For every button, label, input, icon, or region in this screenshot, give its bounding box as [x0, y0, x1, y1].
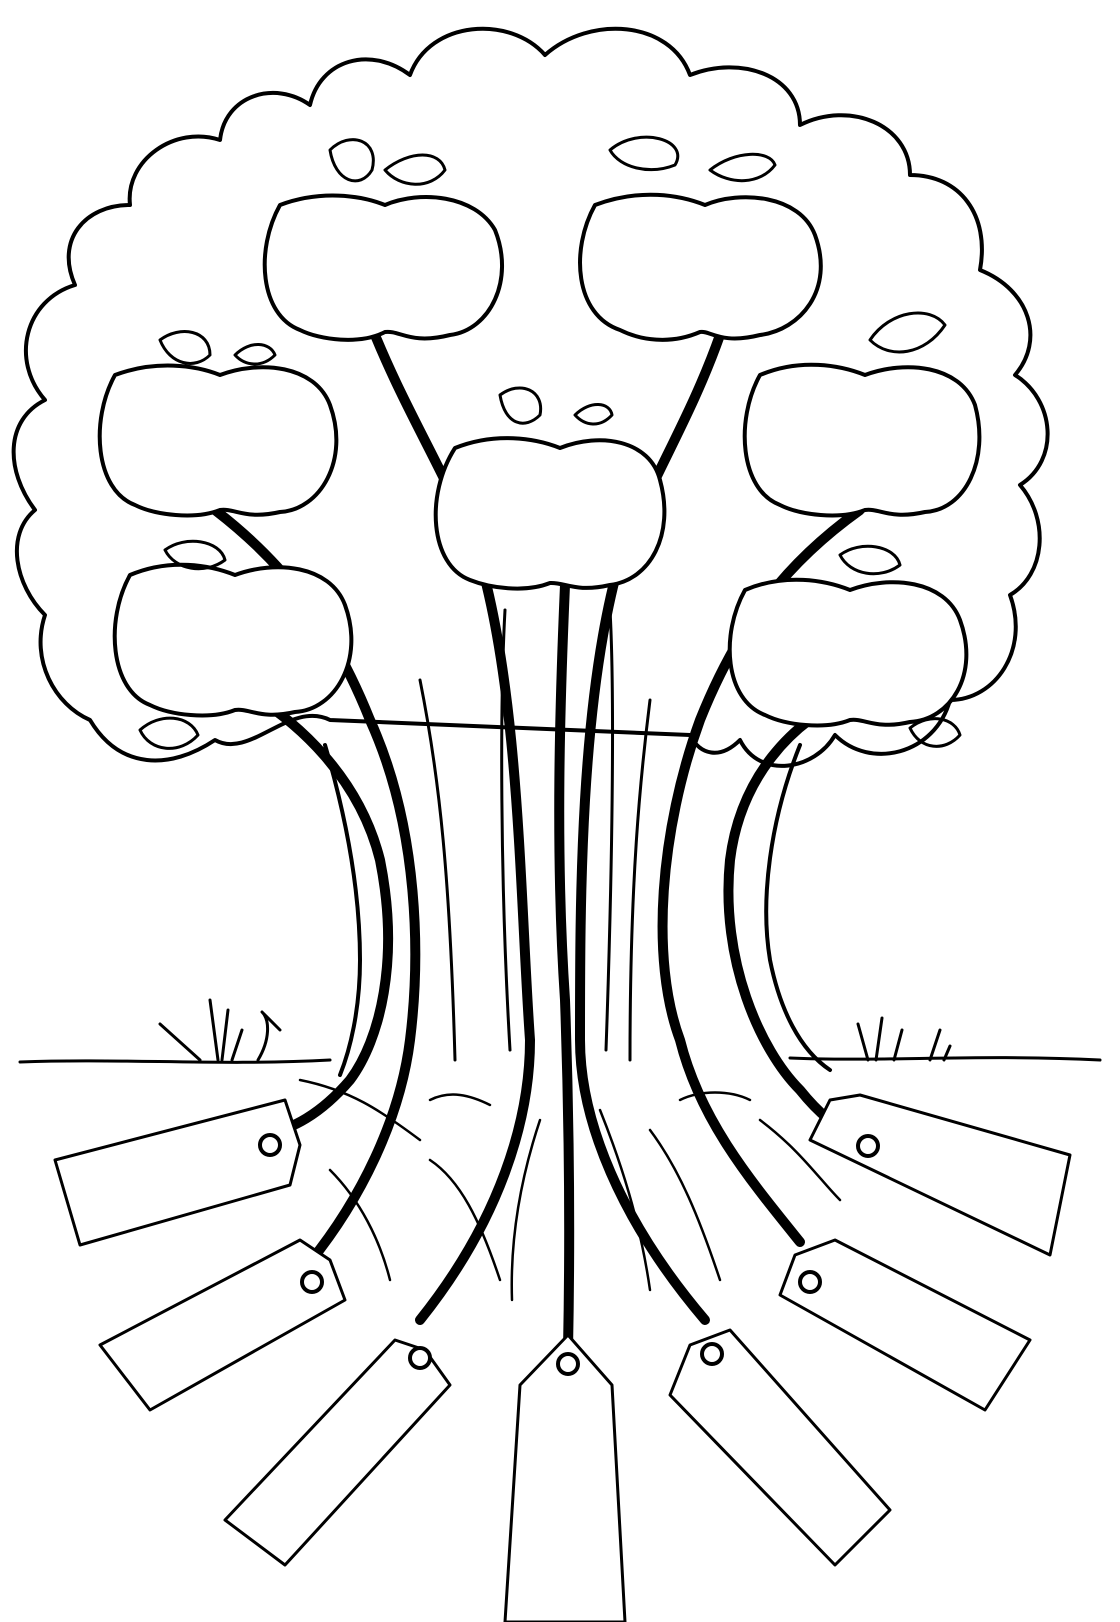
tag-center-left: [225, 1340, 450, 1565]
tag-center: [505, 1335, 625, 1622]
trunk-outline-right: [766, 745, 830, 1070]
tag-far-right: [810, 1095, 1070, 1255]
tag-left: [100, 1240, 345, 1410]
tag-far-left: [55, 1100, 300, 1245]
tag-center-right: [670, 1330, 890, 1565]
tag-right: [780, 1240, 1030, 1410]
grass-tuft-left: [160, 1000, 280, 1060]
ground-line: [20, 1058, 1100, 1063]
grass-tuft-right: [858, 1018, 950, 1060]
